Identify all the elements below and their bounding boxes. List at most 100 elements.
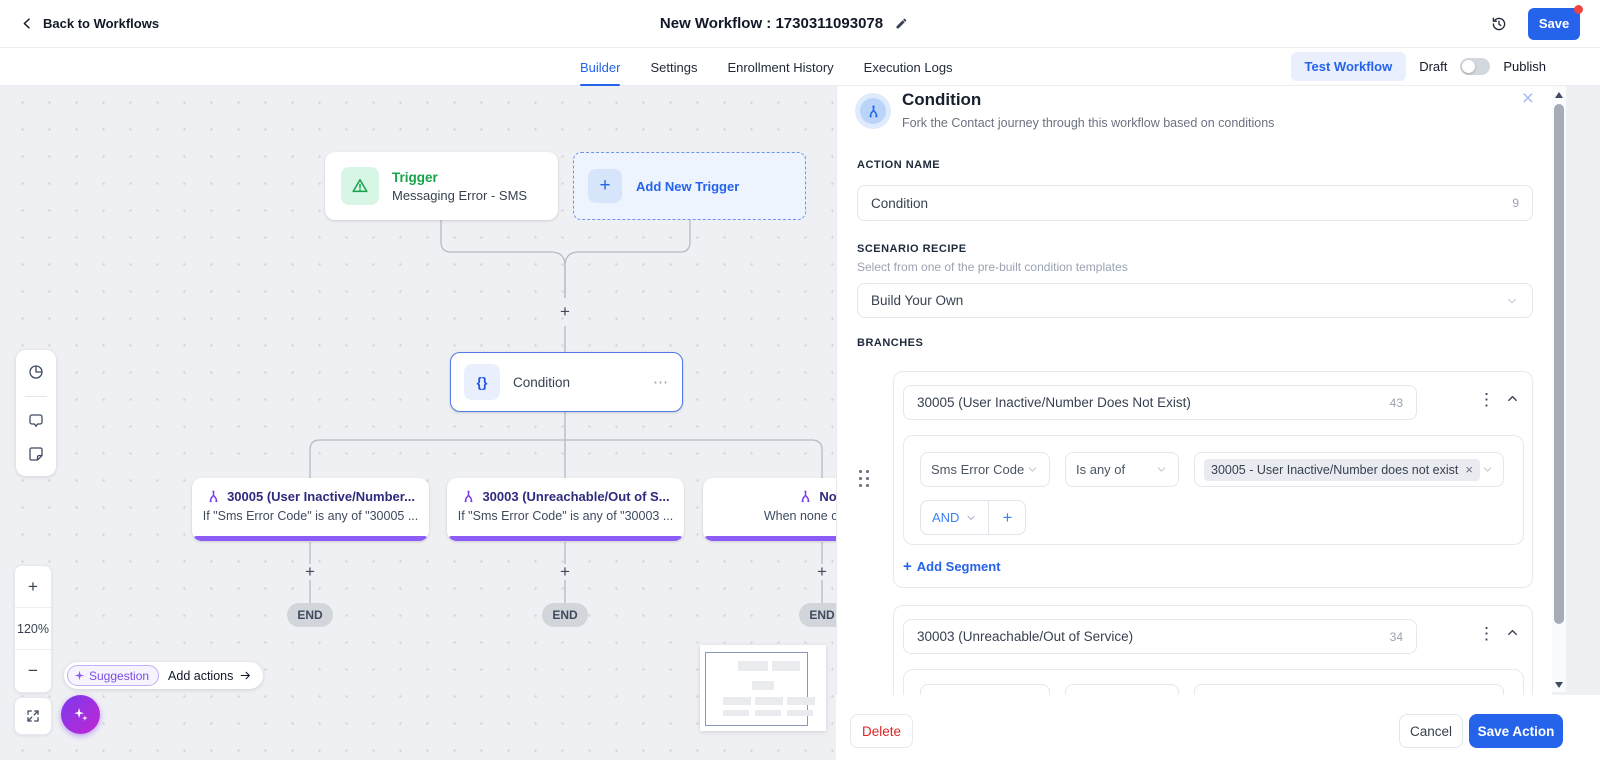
- tab-execution-logs[interactable]: Execution Logs: [863, 59, 953, 75]
- main-area: Trigger Messaging Error - SMS + Add New …: [0, 86, 1600, 760]
- zoom-out-button[interactable]: −: [28, 661, 38, 680]
- value-tag-chip: 30005 - User Inactive/Number does not ex…: [1204, 458, 1480, 481]
- close-panel-icon[interactable]: ×: [1521, 87, 1534, 110]
- save-button[interactable]: Save: [1528, 4, 1583, 40]
- scroll-up-arrow[interactable]: [1552, 88, 1566, 102]
- add-new-trigger-label: Add New Trigger: [636, 178, 740, 194]
- workflow-canvas[interactable]: Trigger Messaging Error - SMS + Add New …: [0, 86, 836, 760]
- test-workflow-button[interactable]: Test Workflow: [1290, 52, 1407, 81]
- branch-name-value: 30005 (User Inactive/Number Does Not Exi…: [917, 395, 1191, 410]
- condition-node-menu-icon[interactable]: ⋯: [653, 374, 669, 391]
- publish-label: Publish: [1503, 59, 1546, 74]
- publish-toggle[interactable]: [1460, 58, 1491, 75]
- trigger-node-subtitle: Messaging Error - SMS: [392, 187, 528, 203]
- add-node-plus-icon[interactable]: +: [560, 302, 570, 321]
- toolbar-divider: [25, 396, 47, 397]
- panel-scrollbar[interactable]: [1552, 86, 1566, 692]
- zoom-in-button[interactable]: +: [15, 566, 51, 608]
- analytics-pie-icon[interactable]: [27, 363, 45, 381]
- segment-box: Sms Error Code Is any of 30005 - User In…: [903, 435, 1524, 545]
- scenario-recipe-helper: Select from one of the pre-built conditi…: [857, 260, 1128, 274]
- branch-name-input[interactable]: 30005 (User Inactive/Number Does Not Exi…: [903, 385, 1417, 420]
- branch-node-30003[interactable]: 30003 (Unreachable/Out of S... If "Sms E…: [447, 478, 684, 541]
- history-icon[interactable]: [1490, 15, 1508, 33]
- branch-name-value: 30003 (Unreachable/Out of Service): [917, 629, 1134, 644]
- branch-node-none[interactable]: Non When none of the co: [703, 478, 836, 541]
- scrollbar-thumb[interactable]: [1554, 104, 1564, 624]
- trigger-node[interactable]: Trigger Messaging Error - SMS: [325, 152, 558, 220]
- branch-color-bar: [705, 536, 836, 541]
- back-chevron-icon: [20, 16, 35, 31]
- condition-value-select[interactable]: 30005 - User Inactive/Number does not ex…: [1194, 452, 1504, 487]
- comment-icon[interactable]: [27, 412, 45, 430]
- branch-title: 30003 (Unreachable/Out of S...: [482, 489, 670, 504]
- divider: [988, 501, 990, 534]
- branch-name-input[interactable]: 30003 (Unreachable/Out of Service) 34: [903, 619, 1417, 654]
- add-node-plus-icon[interactable]: +: [817, 562, 827, 581]
- scroll-down-arrow[interactable]: [1552, 678, 1566, 692]
- branch-menu-kebab-icon[interactable]: ⋮: [1478, 390, 1495, 409]
- sparkles-icon: [72, 706, 89, 723]
- scenario-recipe-label: SCENARIO RECIPE: [857, 243, 967, 255]
- scenario-recipe-value: Build Your Own: [871, 293, 964, 308]
- condition-node[interactable]: {} Condition ⋯: [450, 352, 683, 412]
- braces-icon: {}: [464, 364, 500, 400]
- edit-title-icon[interactable]: [895, 17, 908, 30]
- logic-operator-group: AND +: [920, 500, 1027, 535]
- workflow-title-wrap: New Workflow : 1730311093078: [660, 15, 908, 32]
- branch-color-bar: [194, 536, 427, 541]
- branch-color-bar: [449, 536, 682, 541]
- suggestion-chip[interactable]: Suggestion: [67, 665, 160, 686]
- add-segment-label: Add Segment: [916, 559, 1001, 574]
- branches-label: BRANCHES: [857, 337, 924, 349]
- and-operator-select[interactable]: AND: [921, 501, 988, 534]
- workflow-title: New Workflow : 1730311093078: [659, 15, 884, 32]
- add-new-trigger-node[interactable]: + Add New Trigger: [573, 152, 806, 220]
- branch-subtitle: When none of the co: [763, 509, 836, 523]
- condition-operator-select[interactable]: Is any of: [1065, 452, 1179, 487]
- chevron-down-icon: [1505, 294, 1519, 308]
- remove-tag-icon[interactable]: ×: [1465, 462, 1473, 477]
- plus-icon: +: [903, 558, 912, 575]
- end-node: END: [799, 603, 836, 627]
- suggestion-label: Suggestion: [89, 668, 150, 683]
- tab-settings[interactable]: Settings: [650, 59, 698, 75]
- tab-builder[interactable]: Builder: [580, 48, 621, 86]
- add-node-plus-icon[interactable]: +: [560, 562, 570, 581]
- fullscreen-button[interactable]: [14, 697, 52, 735]
- tab-bar: Builder Settings Enrollment History Exec…: [0, 48, 1600, 86]
- add-actions-link[interactable]: Add actions: [168, 669, 252, 683]
- cancel-button[interactable]: Cancel: [1399, 714, 1463, 748]
- arrow-right-icon: [239, 669, 252, 682]
- add-segment-link[interactable]: + Add Segment: [903, 558, 1001, 575]
- branch-name-counter: 34: [1389, 629, 1403, 644]
- condition-field-select[interactable]: Sms Error Code: [920, 452, 1050, 487]
- action-name-input[interactable]: Condition 9: [857, 185, 1533, 221]
- condition-config-panel: Condition Fork the Contact journey throu…: [836, 86, 1552, 760]
- branch-node-30005[interactable]: 30005 (User Inactive/Number... If "Sms E…: [192, 478, 429, 541]
- ai-assistant-button[interactable]: [61, 695, 100, 734]
- condition-operator-value: Is any of: [1076, 462, 1126, 477]
- delete-button[interactable]: Delete: [850, 714, 913, 748]
- collapse-branch-icon[interactable]: [1505, 391, 1520, 406]
- back-label: Back to Workflows: [43, 16, 160, 31]
- tab-enrollment-history[interactable]: Enrollment History: [727, 59, 834, 75]
- branch-title: Non: [819, 489, 836, 504]
- add-node-plus-icon[interactable]: +: [305, 562, 315, 581]
- branch-menu-kebab-icon[interactable]: ⋮: [1478, 624, 1495, 643]
- chevron-down-icon: [1483, 467, 1492, 472]
- add-condition-button[interactable]: +: [1002, 507, 1013, 527]
- drag-handle-icon[interactable]: [859, 470, 870, 488]
- note-icon[interactable]: [27, 445, 45, 463]
- branch-subtitle: If "Sms Error Code" is any of "30003 ...: [457, 509, 674, 523]
- collapse-branch-icon[interactable]: [1505, 625, 1520, 640]
- chevron-down-icon: [1157, 467, 1166, 472]
- action-name-counter: 9: [1512, 196, 1519, 210]
- back-to-workflows[interactable]: Back to Workflows: [20, 16, 159, 31]
- draft-label: Draft: [1419, 59, 1448, 74]
- branch-card-30005: 30005 (User Inactive/Number Does Not Exi…: [893, 371, 1533, 588]
- expand-arrows-icon: [25, 708, 41, 724]
- scenario-recipe-select[interactable]: Build Your Own: [857, 283, 1533, 318]
- minimap[interactable]: [700, 645, 826, 731]
- save-action-button[interactable]: Save Action: [1469, 714, 1563, 748]
